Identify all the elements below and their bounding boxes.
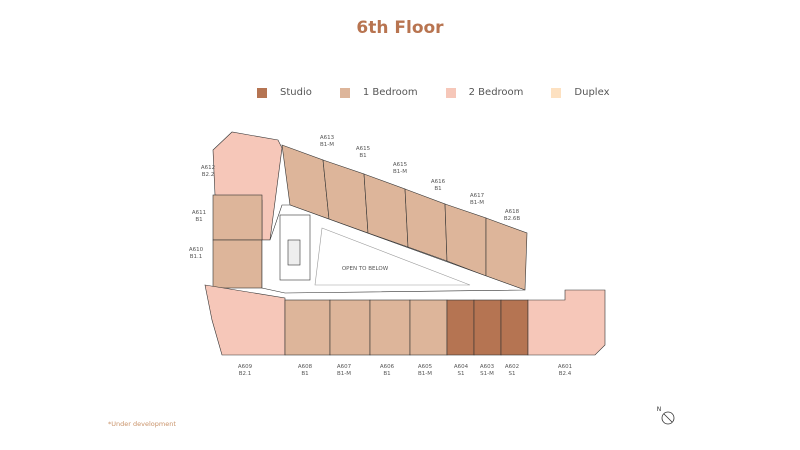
unit-a609[interactable] [204, 284, 286, 356]
unit-a610[interactable] [212, 239, 263, 289]
unit-type: B1 [359, 153, 366, 159]
legend-label: 1 Bedroom [362, 87, 418, 98]
unit-a606[interactable] [369, 299, 411, 356]
unit-type: B2.1 [239, 371, 252, 377]
unit-type: B1 [195, 217, 202, 223]
swatch [445, 87, 456, 98]
unit-id: A616 [431, 179, 446, 185]
unit-a603[interactable] [473, 299, 502, 356]
unit-id: A602 [505, 364, 519, 370]
unit-a604[interactable] [446, 299, 475, 356]
unit-type: B1-M [470, 200, 484, 206]
unit-a607[interactable] [329, 299, 371, 356]
unit-a605[interactable] [409, 299, 448, 356]
north-compass-icon: N [657, 406, 675, 425]
page-title: 6th Floor [356, 18, 444, 38]
legend-2-bedroom: 2 Bedroom [445, 87, 524, 98]
legend-label: 2 Bedroom [468, 87, 524, 98]
legend-1-bedroom: 1 Bedroom [339, 87, 418, 98]
unit-type: B1-M [418, 371, 432, 377]
unit-id: A611 [192, 210, 206, 216]
unit-id: A603 [480, 364, 495, 370]
unit-a601[interactable] [527, 289, 606, 356]
unit-id: A617 [470, 193, 485, 199]
unit-id: A606 [380, 364, 395, 370]
unit-type: B1.1 [190, 254, 203, 260]
unit-type: S1 [458, 371, 465, 377]
unit-a608[interactable] [284, 299, 331, 356]
unit-id: A612 [201, 165, 215, 171]
unit-type: B1-M [337, 371, 351, 377]
swatch [257, 87, 267, 98]
unit-type: S1 [509, 371, 516, 377]
unit-type: B1 [383, 371, 390, 377]
elevator [287, 239, 301, 266]
unit-id: A609 [238, 364, 253, 370]
unit-type: B1 [434, 186, 441, 192]
unit-id: A618 [505, 209, 520, 215]
open-to-below [314, 227, 471, 286]
unit-type: B2.4 [559, 371, 572, 377]
unit-id: A610 [189, 247, 204, 253]
unit-type: B2.6B [504, 216, 521, 222]
unit-a611[interactable] [212, 194, 263, 241]
unit-id: A605 [418, 364, 433, 370]
unit-id: A613 [320, 135, 335, 141]
unit-id: A615 [393, 162, 408, 168]
unit-id: A608 [298, 364, 313, 370]
open-to-below-label: OPEN TO BELOW [342, 266, 389, 272]
legend-label: Duplex [574, 87, 610, 98]
legend-studio: Studio [257, 87, 312, 98]
unit-id: A615 [356, 146, 371, 152]
legend: Studio 1 Bedroom 2 Bedroom Duplex [257, 87, 637, 98]
unit-type: B1-M [320, 142, 334, 148]
swatch [339, 87, 350, 98]
unit-type: B2.2 [202, 172, 215, 178]
footnote: *Under development [108, 420, 176, 428]
unit-id: A604 [454, 364, 469, 370]
swatch [551, 87, 562, 98]
unit-type: S1-M [480, 371, 494, 377]
unit-id: A601 [558, 364, 572, 370]
legend-label: Studio [280, 87, 312, 98]
unit-id: A607 [337, 364, 352, 370]
unit-a602[interactable] [500, 299, 529, 356]
unit-type: B1 [301, 371, 308, 377]
north-label: N [657, 406, 662, 413]
unit-type: B1-M [393, 169, 407, 175]
legend-duplex: Duplex [551, 87, 609, 98]
